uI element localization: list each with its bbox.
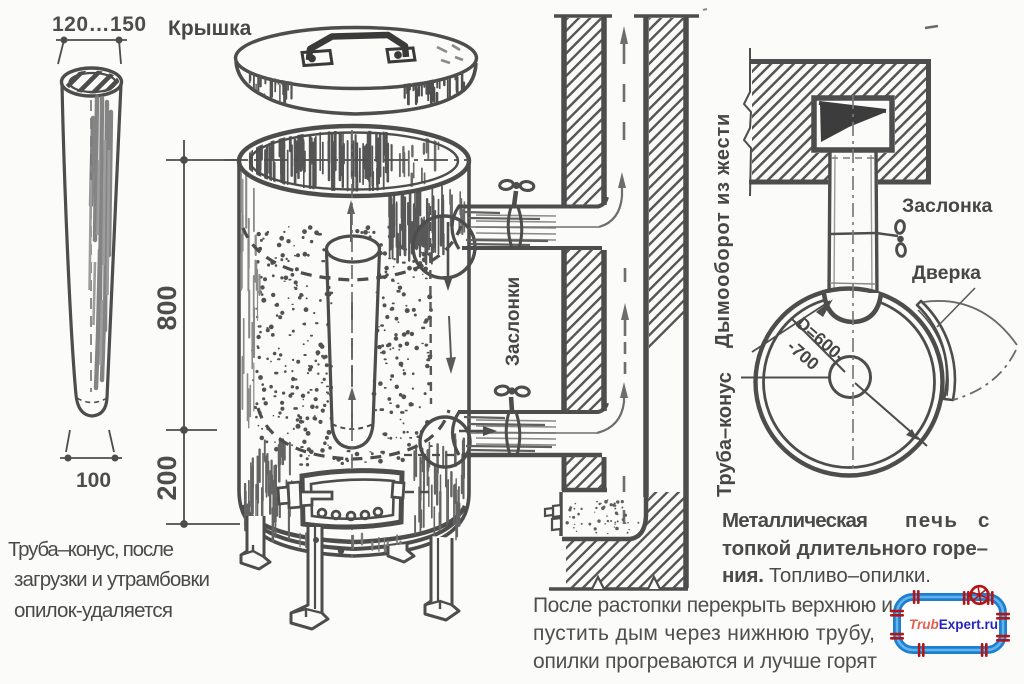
svg-text:ния.: ния. bbox=[722, 564, 764, 587]
svg-text:Труба–конус, после: Труба–конус, после bbox=[8, 538, 174, 561]
svg-text:опилки прогреваются и лучше го: опилки прогреваются и лучше горят bbox=[533, 650, 877, 673]
svg-text:Труба–конус: Труба–конус bbox=[714, 372, 736, 497]
svg-text:опилок-удаляется: опилок-удаляется bbox=[14, 599, 173, 622]
svg-text:Заслонка: Заслонка bbox=[902, 195, 992, 217]
svg-text:Дымооборот из жести: Дымооборот из жести bbox=[712, 113, 734, 348]
svg-text:Крышка: Крышка bbox=[168, 17, 252, 40]
svg-text:пустить дым через нижнюю трубу: пустить дым через нижнюю трубу, bbox=[533, 622, 875, 645]
svg-text:Заслонки: Заслонки bbox=[503, 277, 524, 366]
svg-text:с: с bbox=[978, 509, 989, 532]
svg-text:топкой длительного горе–: топкой длительного горе– bbox=[722, 537, 988, 560]
svg-text:Металлическая: Металлическая bbox=[722, 509, 868, 532]
svg-text:TrubExpert.ru: TrubExpert.ru bbox=[909, 617, 998, 632]
svg-text:печь: печь bbox=[905, 509, 957, 532]
svg-text:Топливо–опилки.: Топливо–опилки. bbox=[769, 564, 931, 587]
svg-text:Дверка: Дверка bbox=[912, 262, 981, 284]
svg-text:После растопки перекрыть верхн: После растопки перекрыть верхнюю и bbox=[533, 594, 893, 617]
svg-text:120…150: 120…150 bbox=[52, 13, 147, 36]
svg-text:100: 100 bbox=[76, 469, 111, 492]
svg-text:800: 800 bbox=[152, 285, 182, 330]
svg-text:загрузки и утрамбовки: загрузки и утрамбовки bbox=[14, 568, 210, 591]
svg-text:200: 200 bbox=[152, 455, 182, 500]
